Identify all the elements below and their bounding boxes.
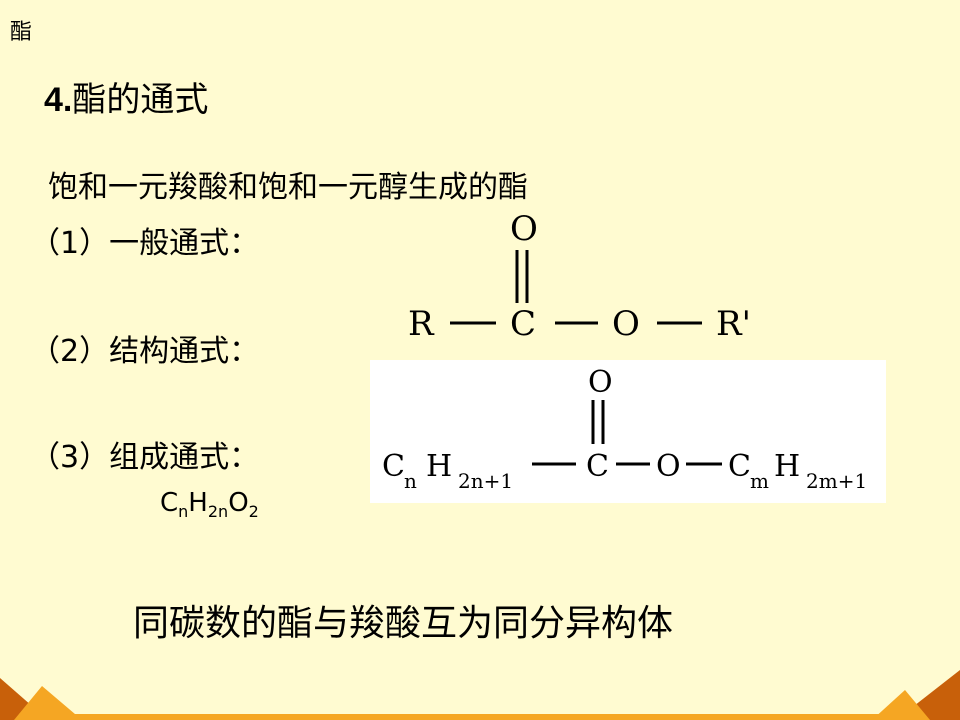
structural-formula-diagram: O C n H 2n+1 C O C m H 2m+1 [382, 365, 867, 493]
general-formula-diagram: O R C O R' [408, 209, 751, 344]
bottom-decoration [0, 670, 960, 720]
heading-number: 4. [44, 81, 73, 119]
right-carbon: C [728, 449, 751, 484]
formula-h-sub: 2n [207, 502, 229, 522]
intro-text: 饱和一元羧酸和饱和一元醇生成的酯 [48, 170, 528, 205]
right-hydrogen-sub: 2m+1 [806, 469, 867, 493]
formula-h: H [188, 488, 208, 518]
left-hydrogen-sub: 2n+1 [458, 469, 513, 493]
r-group: R [408, 304, 435, 344]
item-general-formula: （1）一般通式： [30, 226, 260, 261]
left-carbon: C [382, 449, 405, 484]
bonds [532, 400, 722, 466]
carbonyl-carbon: C [510, 304, 536, 344]
carbonyl-carbon: C [586, 449, 609, 484]
left-carbon-sub: n [404, 469, 417, 493]
item-structural-formula: （2）结构通式： [30, 334, 260, 369]
conclusion-text: 同碳数的酯与羧酸互为同分异构体 [133, 603, 674, 644]
structural-formula-box: O C n H 2n+1 C O C m H 2m+1 [370, 360, 886, 503]
item-composition-formula: （3）组成通式： [30, 440, 260, 475]
section-heading: 4.酯的通式 [44, 72, 208, 121]
corner-label: 酯 [10, 20, 33, 45]
formula-c-sub: n [178, 502, 189, 522]
ester-oxygen: O [612, 304, 640, 344]
right-carbon-sub: m [750, 469, 769, 493]
bonds [450, 250, 702, 325]
carbonyl-oxygen: O [510, 209, 538, 249]
composition-formula: CnH2nO2 [160, 488, 259, 521]
formula-o: O [228, 488, 249, 518]
formula-c: C [160, 488, 179, 518]
left-hydrogen: H [426, 449, 452, 484]
ester-oxygen: O [656, 449, 681, 484]
formula-o-sub: 2 [248, 502, 259, 522]
heading-text: 酯的通式 [72, 80, 209, 120]
carbonyl-oxygen: O [588, 365, 613, 400]
r-prime-group: R' [716, 304, 751, 344]
right-hydrogen: H [774, 449, 800, 484]
